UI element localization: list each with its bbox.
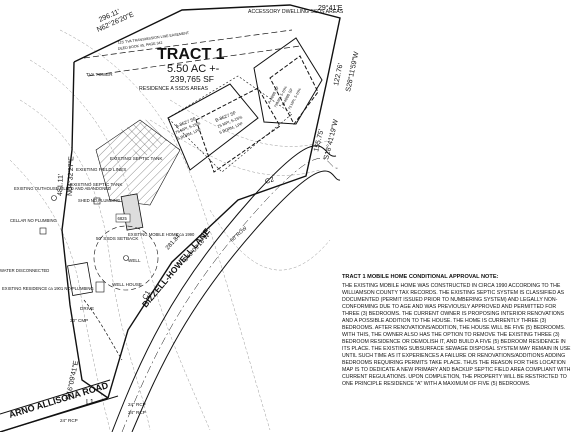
curve-c1-label: C1 — [142, 290, 153, 301]
tract-title: TRACT 1 — [157, 46, 225, 63]
septic-setback-label: 50' SSDS SETBACK — [96, 236, 139, 241]
bearing-right-1: S28°11'59"W — [344, 51, 360, 93]
tva-tower-label: TVA TOWER — [86, 72, 113, 77]
tract-sqft: 239,765 SF — [170, 74, 214, 84]
cmp-label: 30" CMP — [70, 318, 88, 323]
well-label: WELL — [128, 258, 141, 263]
shed-label: SHED NO PLUMBING — [78, 198, 120, 203]
tag-6825: 6825 — [118, 216, 128, 221]
rcp-label-3: 24" RCP — [60, 418, 78, 423]
bearing-right-1-length: 122.76' — [333, 63, 345, 87]
tract-acres: 5.50 AC +- — [167, 63, 220, 75]
bearing-left-1-length: 481.11' — [57, 174, 65, 196]
existing-septic-label: EXISTING SEPTIC TANK — [70, 182, 123, 187]
mobile-home-label: EXISTING MOBILE HOME ca 1990 — [128, 232, 195, 237]
existing-residence-marker — [67, 262, 93, 296]
outhouse-marker — [51, 195, 57, 201]
residence-a-label: RESIDENCE A SSDS AREAS — [139, 86, 208, 92]
well-house-marker — [95, 281, 105, 293]
line-l1-label: L1 — [86, 399, 94, 406]
cellar-label: CELLAR NO PLUMBING — [10, 218, 57, 223]
well-house-label: WELL HOUSE — [112, 282, 142, 287]
drive-path — [83, 299, 123, 361]
septic-tank-label: EXISTING SEPTIC TANK — [110, 156, 163, 161]
arno-allisona-road — [0, 379, 119, 432]
well-marker — [123, 255, 129, 261]
drive-label: DRIVE — [80, 306, 94, 311]
septic-setback-circle — [93, 225, 159, 291]
tva-easement — [83, 29, 301, 77]
bearing-right-2: S18°41'19"W — [322, 118, 340, 160]
ssds-area-a — [167, 75, 293, 173]
bearing-top-right: 29°41'E — [318, 4, 343, 12]
existing-residence-label: EXISTING RESIDENCE ca 1901 NO PLUMBING — [2, 286, 94, 291]
approval-note-title: TRACT 1 MOBILE HOME CONDITIONAL APPROVAL… — [342, 274, 499, 280]
ssds-area-accessory — [253, 37, 323, 125]
bearing-left-1: N04°32'27"E — [66, 156, 75, 196]
curve-c2-label: C2 — [264, 176, 275, 186]
tag-box — [115, 213, 131, 223]
field-lines-area-2 — [120, 118, 168, 160]
field-lines-label: EXISTING FIELD LINES — [76, 167, 126, 172]
rcp-label-1: 24" RCP — [128, 402, 146, 407]
outhouse-label: EXISTING OUTHOUSE FILLED AND ABANDONED — [14, 186, 111, 191]
shed-marker — [93, 197, 101, 205]
rcp-label-2: 24" RCP — [128, 410, 146, 415]
accessory-label: ACCESSORY DWELLING SSDS AREAS — [248, 9, 344, 15]
cellar-marker — [39, 227, 47, 235]
approval-note-body: THE EXISTING MOBILE HOME WAS CONSTRUCTED… — [342, 283, 571, 387]
easement-ref-label: DEED BOOK 45, PAGE 342 — [118, 41, 163, 51]
water-label: WATER DISCONNECTED — [0, 268, 49, 273]
bizzell-howell-road — [111, 145, 341, 432]
